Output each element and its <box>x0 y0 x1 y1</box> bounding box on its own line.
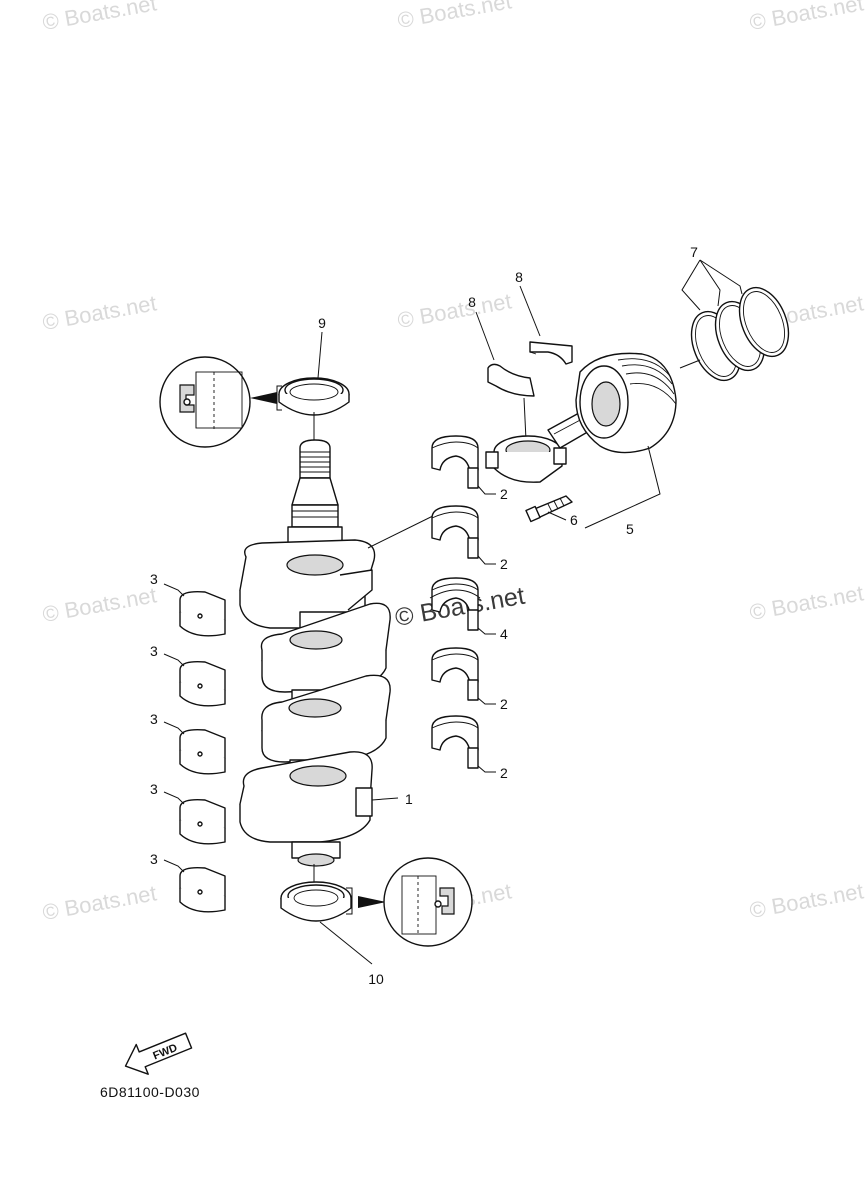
callout-2: 2 <box>500 696 508 712</box>
callout-8: 8 <box>515 269 523 285</box>
upper-bearing-4[interactable] <box>431 715 479 769</box>
main-bearing-1[interactable] <box>179 590 226 637</box>
callout-2: 2 <box>500 765 508 781</box>
thrust-bearing[interactable] <box>429 577 481 631</box>
callout-7: 7 <box>690 244 698 260</box>
rod-bearing-lower[interactable] <box>487 363 535 397</box>
callout-2: 2 <box>500 486 508 502</box>
lower-oil-seal-detail-circle <box>383 857 473 947</box>
main-bearing-5[interactable] <box>179 866 226 913</box>
main-bearing-4[interactable] <box>179 798 226 845</box>
main-bearing-2[interactable] <box>179 660 226 707</box>
upper-oil-seal-detail-circle <box>159 356 251 448</box>
callout-5: 5 <box>626 521 634 537</box>
pointer-arrow <box>358 896 386 908</box>
lower-oil-seal[interactable] <box>280 881 352 922</box>
callout-3: 3 <box>150 711 158 727</box>
fwd-arrow-icon: FWD <box>124 1032 193 1075</box>
pointer-arrow <box>250 392 277 404</box>
callout-10: 10 <box>368 971 384 987</box>
callout-4: 4 <box>500 626 508 642</box>
upper-oil-seal[interactable] <box>278 377 350 416</box>
callout-3: 3 <box>150 851 158 867</box>
callout-8: 8 <box>468 294 476 310</box>
upper-bearing-1[interactable] <box>431 435 479 489</box>
callout-6: 6 <box>570 512 578 528</box>
rod-bearing-upper[interactable] <box>529 341 573 365</box>
piston-rings[interactable] <box>682 280 798 387</box>
piston-rod-assy[interactable] <box>485 352 677 483</box>
crankshaft[interactable] <box>239 439 391 867</box>
callout-9: 9 <box>318 315 326 331</box>
upper-bearing-3[interactable] <box>431 647 479 701</box>
upper-bearing-2[interactable] <box>431 505 479 559</box>
callout-3: 3 <box>150 571 158 587</box>
rod-bolt[interactable] <box>525 495 573 523</box>
callout-2: 2 <box>500 556 508 572</box>
callout-3: 3 <box>150 781 158 797</box>
diagram-code: 6D81100-D030 <box>100 1084 200 1100</box>
main-bearing-3[interactable] <box>179 728 226 775</box>
callout-1: 1 <box>405 791 413 807</box>
callout-3: 3 <box>150 643 158 659</box>
